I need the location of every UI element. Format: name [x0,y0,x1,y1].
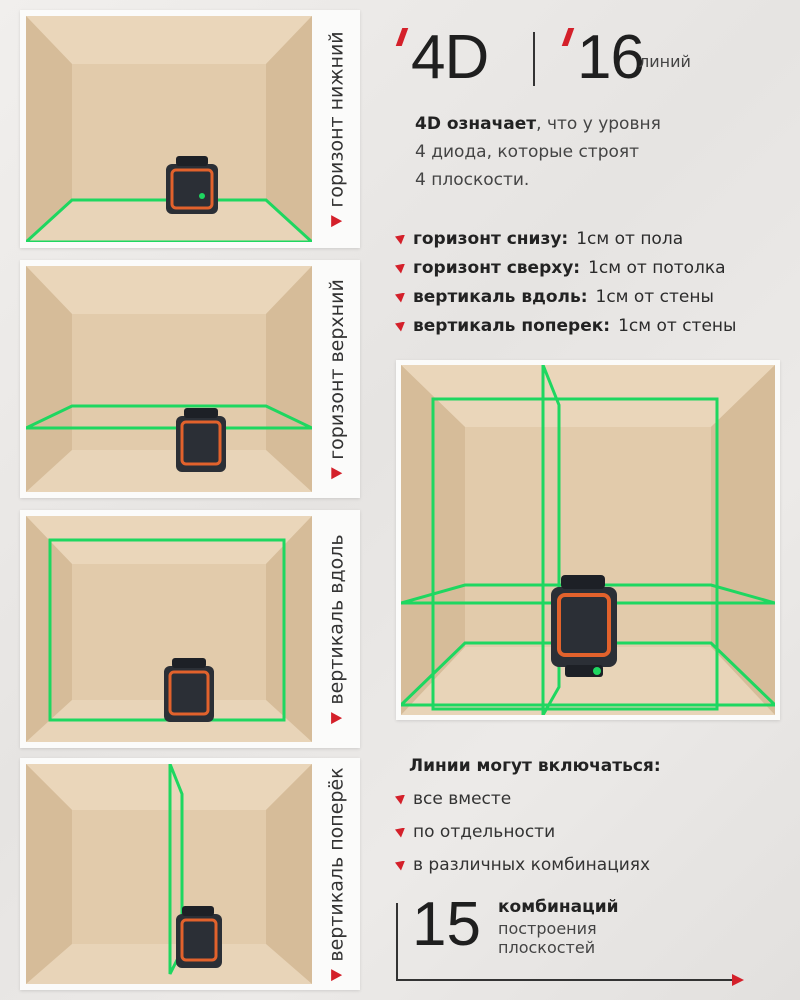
laser-level-device-icon [164,658,214,722]
combo-horizontal-line [396,979,736,981]
combo-vertical-line [396,903,398,981]
header-unit: линий [639,52,691,71]
laser-level-device-icon [551,575,617,677]
red-triangle-icon [331,712,343,725]
red-triangle-icon [331,215,343,228]
shelf-scene-all-lines [401,365,775,715]
red-marker-icon [395,794,405,805]
panel-label: горизонт нижний [316,10,358,248]
combinations-title: комбинаций [498,897,619,917]
red-triangle-icon [331,467,343,480]
laser-line-horizontal-lower [401,641,775,707]
shelf-scene-horizon-upper [26,266,312,492]
red-marker-icon [395,263,405,274]
laser-line-horizontal-lower [26,198,312,242]
laser-line-vertical-along [431,397,719,711]
red-tick-icon [561,28,575,46]
header: 4D 16 линий [395,20,775,92]
laser-level-device-icon [176,906,222,968]
red-marker-icon [395,292,405,303]
description: 4D означает, что у уровня 4 диода, котор… [415,114,661,190]
list-item: вертикаль вдоль:1см от стены [395,283,736,312]
panel-label: вертикаль вдоль [316,510,358,748]
list-item: все вместе [395,783,661,816]
laser-level-device-icon [166,156,218,214]
red-marker-icon [395,860,405,871]
panel-horizon-lower: горизонт нижний [20,10,360,248]
red-triangle-icon [331,969,343,982]
panel-vertical-along: вертикаль вдоль [20,510,360,748]
panel-label: вертикаль поперёк [316,758,358,990]
shelf-scene-horizon-lower [26,16,312,242]
laser-level-device-icon [176,408,226,472]
header-4d: 4D [411,23,489,92]
combinations-block: 15 комбинаций построения плоскостей [396,890,746,986]
laser-line-horizontal-upper [401,583,775,605]
shelf-scene-vertical-along [26,516,312,742]
panel-vertical-across: вертикаль поперёк [20,758,360,990]
red-marker-icon [395,234,405,245]
list-item: горизонт сверху:1см от потолка [395,254,736,283]
list-item: вертикаль поперек:1см от стены [395,312,736,341]
list-item: по отдельности [395,816,661,849]
panel-label: горизонт верхний [316,260,358,498]
modes-section: Линии могут включаться: все вместе по от… [395,750,661,882]
specs-list: горизонт снизу:1см от пола горизонт свер… [395,225,736,341]
shelf-scene-vertical-across [26,764,312,984]
red-tick-icon [395,28,409,46]
header-separator [533,32,535,86]
panel-horizon-upper: горизонт верхний [20,260,360,498]
red-arrow-icon [732,974,744,986]
red-marker-icon [395,321,405,332]
combinations-subtitle: построения плоскостей [498,919,597,957]
list-item: горизонт снизу:1см от пола [395,225,736,254]
laser-line-vertical-across [541,365,561,715]
list-item: в различных комбинациях [395,849,661,882]
panel-all-lines [396,360,780,720]
combinations-number: 15 [412,890,481,959]
red-marker-icon [395,827,405,838]
header-16: 16 [577,23,645,92]
modes-heading: Линии могут включаться: [409,756,661,776]
